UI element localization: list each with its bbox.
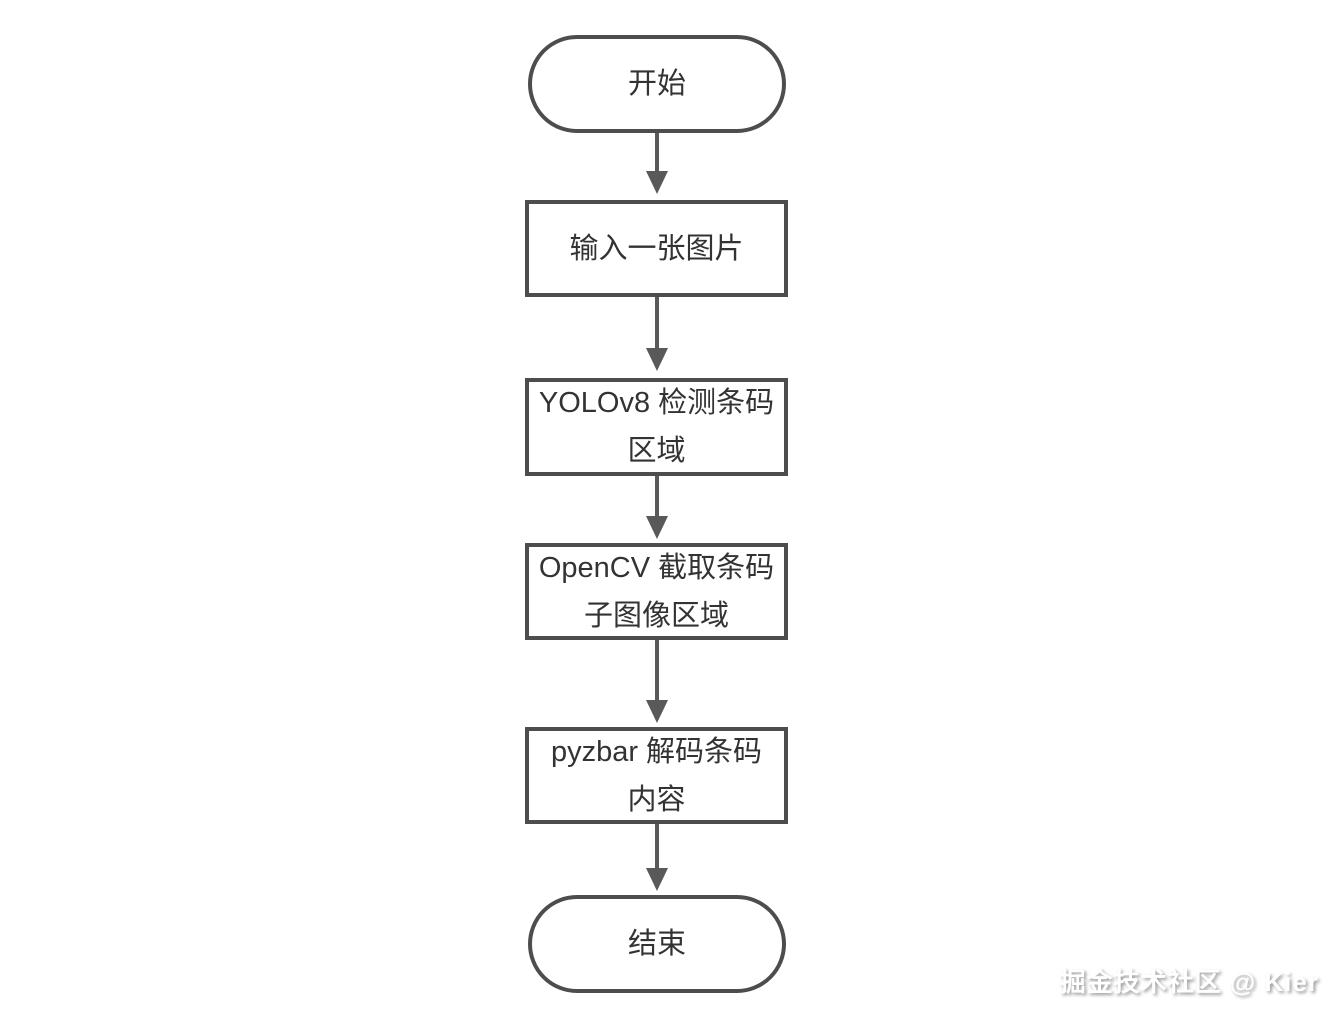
node-opencv-crop: OpenCV 截取条码 子图像区域	[525, 543, 788, 640]
node-input-image: 输入一张图片	[525, 200, 788, 297]
arrow-line	[654, 640, 659, 700]
node-end: 结束	[528, 895, 786, 993]
arrow-head-icon	[645, 516, 668, 539]
node-pyzbar-decode: pyzbar 解码条码 内容	[525, 727, 788, 824]
arrow-input-to-yolov8	[525, 297, 788, 371]
node-label-line2: 区域	[627, 435, 686, 467]
arrow-pyzbar-to-end	[525, 824, 788, 891]
node-label-line1: YOLOv8 检测条码	[538, 387, 775, 419]
arrow-line	[654, 297, 659, 348]
node-label-line1: pyzbar 解码条码	[550, 735, 763, 768]
arrow-line	[654, 476, 659, 516]
arrow-head-icon	[645, 868, 668, 891]
node-label-line2: 内容	[627, 783, 686, 816]
node-start: 开始	[528, 35, 786, 133]
node-label: 结束	[627, 928, 686, 960]
node-label: 开始	[627, 68, 686, 100]
arrow-head-icon	[645, 700, 668, 723]
arrow-opencv-to-pyzbar	[525, 640, 788, 723]
node-label-line2: 子图像区域	[583, 599, 729, 632]
node-label: 输入一张图片	[569, 232, 744, 265]
arrow-yolov8-to-opencv	[525, 476, 788, 539]
watermark: 掘金技术社区 @ Kier	[1059, 967, 1319, 997]
node-label-line1: OpenCV 截取条码	[538, 551, 775, 584]
arrow-head-icon	[645, 171, 668, 194]
arrow-line	[654, 824, 659, 868]
node-yolov8-detect: YOLOv8 检测条码 区域	[525, 378, 788, 476]
arrow-head-icon	[645, 348, 668, 371]
arrow-start-to-input	[525, 133, 788, 194]
arrow-line	[654, 133, 659, 171]
